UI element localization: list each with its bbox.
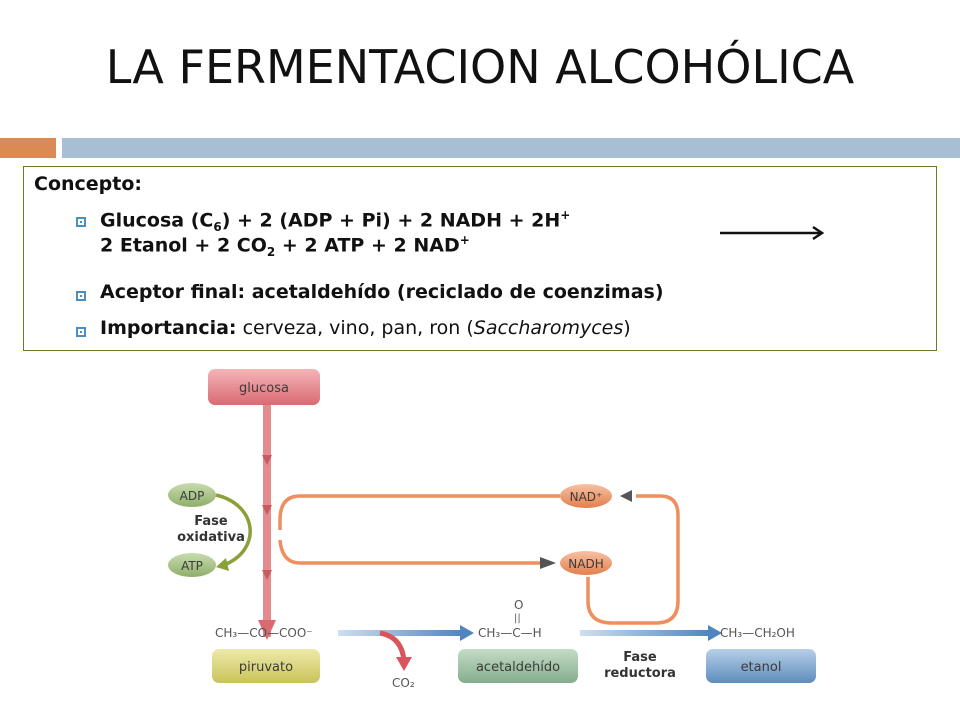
reaction-line-1: Glucosa (C6) + 2 (ADP + Pi) + 2 NADH + 2…: [100, 208, 571, 235]
atp-curve-arrow: [215, 493, 252, 567]
piruvato-to-acetaldehido-arrow: [338, 630, 462, 636]
nadh-pill: [560, 551, 612, 575]
etanol-formula: CH₃—CH₂OH: [720, 626, 795, 640]
fase-oxidativa-label-1: Fase: [194, 514, 228, 529]
acceptor-line: Aceptor final: acetaldehído (reciclado d…: [100, 281, 664, 303]
nad-plus-pill: [560, 484, 612, 508]
co2-arrowhead-icon: [396, 657, 412, 671]
co2-label: CO₂: [392, 676, 415, 690]
svg-text:||: ||: [514, 613, 521, 624]
nad-plus-label: NAD⁺: [570, 490, 603, 504]
piruvato-pill: [212, 649, 320, 683]
acetaldehido-to-etanol-arrow: [580, 630, 710, 636]
reduction-loop-arrow: [586, 494, 680, 625]
nadh-label: NADH: [568, 557, 603, 571]
slide-title: LA FERMENTACION ALCOHÓLICA: [105, 40, 855, 94]
acetaldehido-label: acetaldehído: [476, 660, 560, 675]
fase-reductora-label-1: Fase: [623, 650, 657, 665]
concept-label: Concepto:: [34, 173, 143, 195]
piruvato-formula: CH₃—CO—COO⁻: [215, 626, 313, 640]
acetaldehido-pill: [458, 649, 578, 683]
atp-pill: [168, 553, 216, 577]
atp-arrowhead-icon: [216, 558, 229, 571]
etanol-label: etanol: [741, 660, 782, 675]
etanol-pill: [706, 649, 816, 683]
main-pathway-arrow: [263, 405, 271, 637]
pathway-arrowhead-icon: [258, 620, 276, 640]
pathway-to-nadh-arrow: [278, 539, 548, 565]
title-accent-bar-blue: [62, 138, 960, 158]
reaction-arrow-icon: [720, 225, 825, 241]
reaction-line-2: 2 Etanol + 2 CO2 + 2 ATP + 2 NAD+: [100, 233, 470, 260]
importance-line: Importancia: cerveza, vino, pan, ron (Sa…: [100, 317, 631, 339]
square-bullet-icon: [76, 217, 86, 227]
fase-reductora-label-2: reductora: [604, 666, 676, 681]
blue-arrowhead-icon: [708, 625, 722, 641]
nad-to-pathway-arrow: [278, 494, 560, 530]
adp-pill: [168, 483, 216, 507]
piruvato-label: piruvato: [239, 660, 293, 675]
blue-arrowhead-icon: [460, 625, 474, 641]
co2-release-arrow: [379, 630, 407, 662]
concept-box: Concepto: Glucosa (C6) + 2 (ADP + Pi) + …: [23, 166, 937, 351]
square-bullet-icon: [76, 291, 86, 301]
acetaldehido-formula: CH₃—C—H: [478, 626, 542, 640]
square-bullet-icon: [76, 327, 86, 337]
title-accent-bar-orange: [0, 138, 56, 158]
acetaldehido-oxygen: O: [514, 598, 523, 612]
glucosa-pill: [208, 369, 320, 405]
fermentation-diagram: glucosa ADP ATP Fase oxidativa NAD⁺ NADH…: [168, 369, 816, 690]
glucosa-label: glucosa: [239, 381, 289, 396]
fase-oxidativa-label-2: oxidativa: [177, 530, 245, 545]
adp-label: ADP: [180, 489, 205, 503]
atp-label: ATP: [181, 559, 203, 573]
